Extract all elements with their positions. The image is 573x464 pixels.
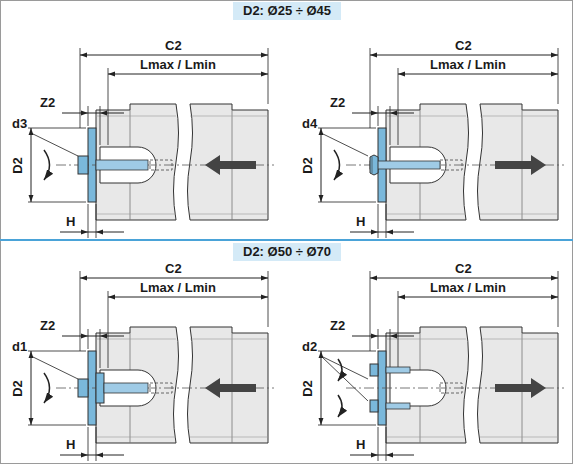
thread-size-label: d3 [12, 116, 27, 131]
range-header: D2: Ø50 ÷ Ø70 [233, 243, 341, 261]
dimension-label: C2 [455, 38, 472, 53]
header-text: D2: Ø25 ÷ Ø45 [243, 3, 331, 19]
thread-size-label: d4 [302, 116, 317, 131]
thread-size-label: d2 [302, 339, 317, 354]
shaft-view [318, 271, 564, 461]
dimension-label: Z2 [330, 95, 345, 110]
dimension-label: D2 [300, 157, 315, 174]
shaft-view [28, 48, 274, 238]
header-text: D2: Ø50 ÷ Ø70 [243, 244, 331, 260]
dimension-label: H [356, 214, 365, 229]
shaft-view [28, 271, 274, 461]
dimension-label: C2 [455, 261, 472, 276]
thread-size-label: d1 [12, 339, 27, 354]
dimension-label: H [66, 437, 75, 452]
dimension-label: H [356, 437, 365, 452]
shaft-view [318, 48, 564, 238]
dimension-label: D2 [300, 380, 315, 397]
dimension-label: C2 [165, 261, 182, 276]
dimension-label: Lmax / Lmin [430, 280, 506, 295]
range-header: D2: Ø25 ÷ Ø45 [233, 2, 341, 20]
dimension-label: Lmax / Lmin [140, 57, 216, 72]
dimension-label: C2 [165, 38, 182, 53]
dimension-label: Z2 [40, 318, 55, 333]
dimension-label: D2 [10, 380, 25, 397]
dimension-label: H [66, 214, 75, 229]
dimension-label: Lmax / Lmin [430, 57, 506, 72]
dimension-label: Z2 [40, 95, 55, 110]
separator-line [0, 239, 573, 241]
dimension-label: D2 [10, 157, 25, 174]
dimension-label: Z2 [330, 318, 345, 333]
dimension-label: Lmax / Lmin [140, 280, 216, 295]
